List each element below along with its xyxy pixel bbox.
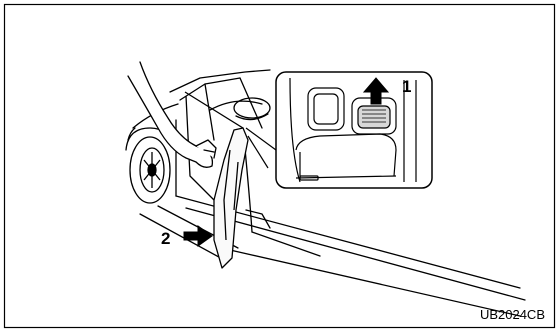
open-door: [185, 92, 248, 268]
release-lever: [358, 106, 390, 128]
callout-label-2: 2: [161, 230, 170, 247]
arrow-right-icon: [184, 226, 212, 246]
inset-leader: [246, 128, 276, 168]
front-wheel: [130, 137, 170, 203]
callout-label-1: 1: [402, 78, 411, 95]
figure-code: UB2024CB: [480, 307, 545, 322]
